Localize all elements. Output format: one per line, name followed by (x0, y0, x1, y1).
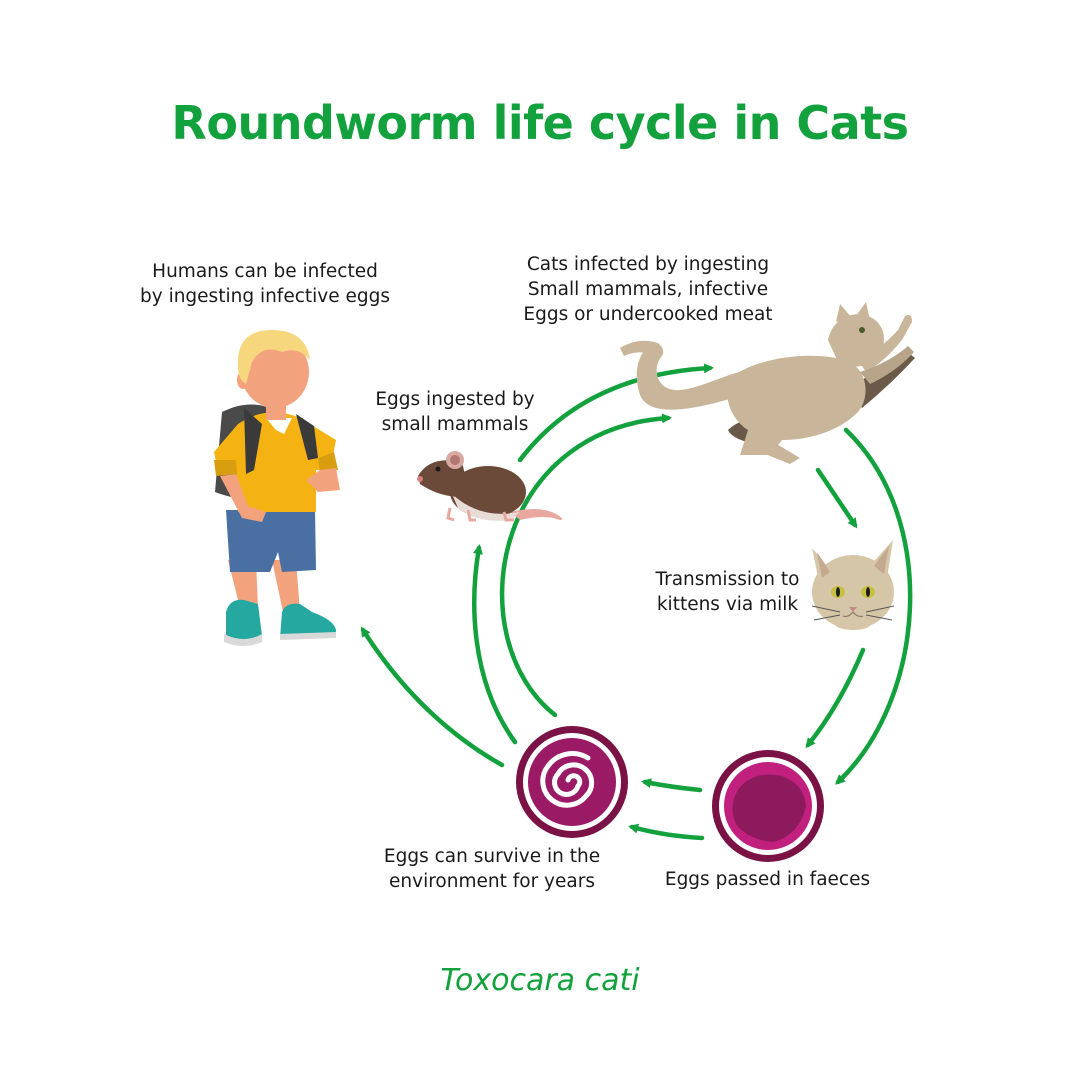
label-cats-line-2: Small mammals, infective (527, 279, 769, 300)
embryonated-egg-icon (516, 726, 628, 838)
label-cats: Cats infected by ingesting Small mammals… (508, 252, 788, 327)
label-kittens: Transmission to kittens via milk (640, 567, 815, 617)
arrow-egg-to-cat (499, 413, 672, 718)
label-humans: Humans can be infected by ingesting infe… (130, 259, 400, 309)
arrow-mammal-to-cat (517, 363, 714, 463)
label-mammals-line-1: Eggs ingested by (375, 389, 535, 410)
arrow-kitten-to-faeces (805, 647, 866, 749)
label-cats-line-1: Cats infected by ingesting (526, 254, 770, 275)
adult-cat-figure (620, 302, 915, 464)
rat-figure (417, 451, 563, 522)
arrow-cat-to-faeces (835, 427, 913, 785)
label-humans-line-2: by ingesting infective eggs (140, 286, 390, 307)
arrow-faeces-to-egg-1 (641, 778, 703, 793)
label-kittens-line-1: Transmission to (655, 569, 800, 590)
arrow-egg-to-human (360, 626, 505, 768)
label-kittens-line-2: kittens via milk (656, 594, 799, 615)
label-eggs-faeces: Eggs passed in faeces (655, 867, 880, 892)
diagram-title: Roundworm life cycle in Cats (171, 96, 909, 150)
label-mammals: Eggs ingested by small mammals (360, 387, 550, 437)
label-cats-line-3: Eggs or undercooked meat (523, 304, 773, 325)
faeces-egg-icon (712, 750, 824, 862)
label-eggs-survive-line-1: Eggs can survive in the (383, 846, 601, 867)
label-eggs-survive-line-2: environment for years (389, 871, 595, 892)
arrow-faeces-to-egg-2 (628, 823, 705, 841)
species-name: Toxocara cati (440, 963, 640, 998)
cycle-arrows (360, 363, 913, 841)
label-mammals-line-2: small mammals (381, 414, 529, 435)
label-eggs-survive: Eggs can survive in the environment for … (372, 844, 612, 894)
label-eggs-faeces-line-1: Eggs passed in faeces (664, 869, 871, 890)
kitten-face (811, 540, 895, 630)
arrow-egg-to-mammal (472, 544, 518, 745)
arrow-cat-to-kitten (815, 467, 858, 529)
label-humans-line-1: Humans can be infected (152, 261, 378, 282)
boy-figure (214, 330, 340, 646)
